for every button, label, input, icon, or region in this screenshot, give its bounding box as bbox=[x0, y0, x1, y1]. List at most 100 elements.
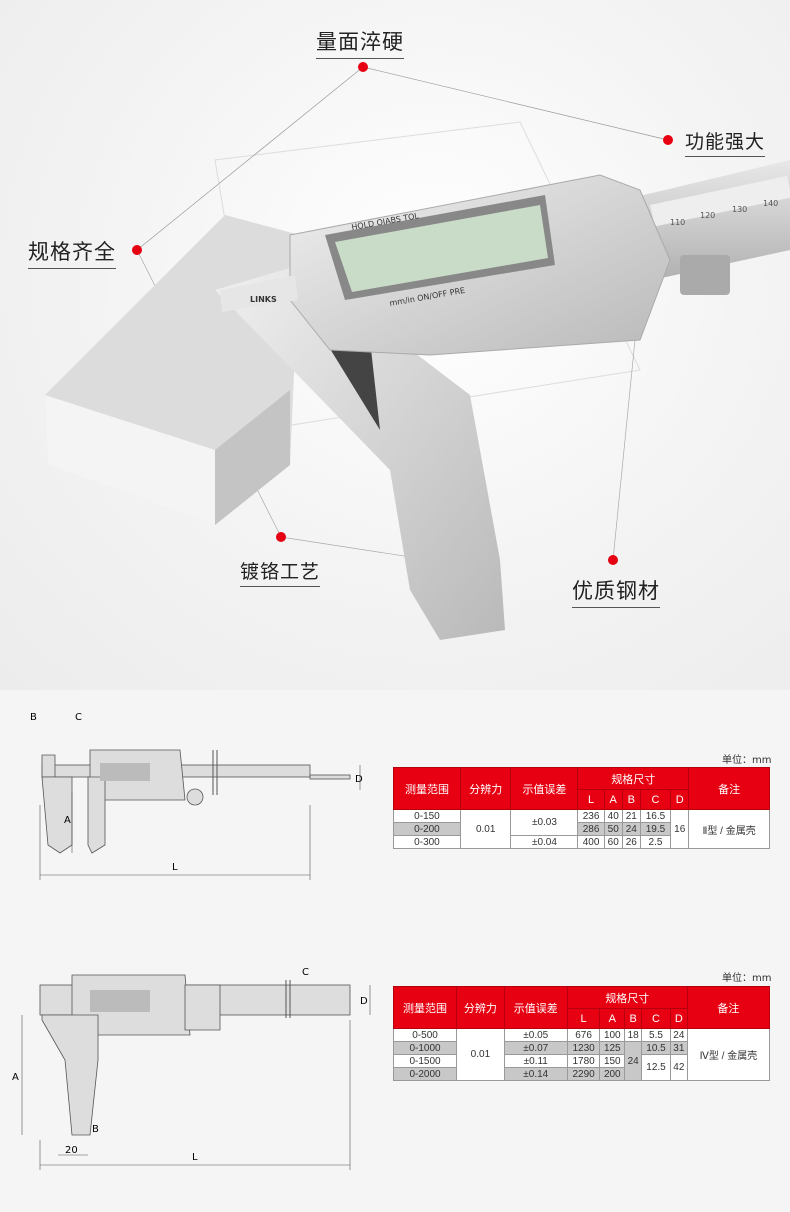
unit-label-2: 单位：mm bbox=[722, 973, 772, 984]
table-header-cell: 示值误差 bbox=[510, 767, 579, 810]
table-cell: 2290 bbox=[566, 1067, 601, 1081]
table-cell: 21 bbox=[621, 809, 641, 823]
table-cell: Ⅱ型 / 金属壳 bbox=[688, 809, 770, 849]
table-cell: Ⅳ型 / 金属壳 bbox=[686, 1028, 771, 1081]
table-header-cell: C bbox=[639, 789, 672, 810]
table-cell: 10.5 bbox=[641, 1041, 671, 1055]
table-cell: 0-150 bbox=[393, 809, 461, 823]
table-cell: 24 bbox=[621, 822, 641, 836]
table-header-cell: B bbox=[624, 1008, 643, 1029]
table-cell: ±0.14 bbox=[503, 1067, 568, 1081]
table-cell: 0-2000 bbox=[392, 1067, 458, 1081]
table-cell: ±0.04 bbox=[510, 835, 579, 849]
table-cell: 31 bbox=[669, 1041, 688, 1055]
table-header-cell: A bbox=[603, 789, 623, 810]
svg-text:140: 140 bbox=[763, 199, 778, 208]
dim-label-b: B bbox=[92, 1124, 99, 1135]
callout-powerful-function: 功能强大 bbox=[685, 127, 766, 157]
table-cell: 18 bbox=[624, 1028, 643, 1042]
table-header-cell: D bbox=[669, 1008, 688, 1029]
svg-text:110: 110 bbox=[670, 218, 685, 227]
callout-dot bbox=[608, 555, 618, 565]
table-header-cell: B bbox=[621, 789, 641, 810]
caliper-diagram-type4: C D A B 20 L bbox=[12, 967, 371, 1170]
table-header-cell: 分辨力 bbox=[456, 986, 505, 1029]
table-cell: 40 bbox=[603, 809, 623, 823]
dim-label-d: D bbox=[360, 996, 368, 1007]
callout-dot bbox=[358, 62, 368, 72]
svg-text:120: 120 bbox=[700, 211, 715, 220]
callout-dot bbox=[276, 532, 286, 542]
table-cell: 125 bbox=[599, 1041, 626, 1055]
table-header-cell: 备注 bbox=[688, 767, 770, 810]
dim-label-c: C bbox=[75, 712, 82, 723]
callout-hardened-surface: 量面淬硬 bbox=[316, 26, 404, 59]
table-cell: 0.01 bbox=[459, 809, 512, 849]
table-cell: 1230 bbox=[566, 1041, 601, 1055]
callout-chrome-plating: 镀铬工艺 bbox=[240, 557, 321, 587]
table-cell: 236 bbox=[577, 809, 605, 823]
table-header-cell: 分辨力 bbox=[459, 767, 512, 810]
table-header-cell: 测量范围 bbox=[392, 986, 458, 1029]
unit-label-1: 单位：mm bbox=[722, 755, 772, 766]
table-cell: ±0.07 bbox=[503, 1041, 568, 1055]
table-cell: 60 bbox=[603, 835, 623, 849]
table-cell: 676 bbox=[566, 1028, 601, 1042]
dim-label-c: C bbox=[302, 967, 309, 978]
table-cell: 26 bbox=[621, 835, 641, 849]
table-header-cell: L bbox=[577, 789, 605, 810]
dim-label-l: L bbox=[192, 1152, 198, 1163]
table-cell: 42 bbox=[669, 1054, 688, 1081]
callout-dot bbox=[132, 245, 142, 255]
table-cell: 0.01 bbox=[456, 1028, 505, 1081]
table-cell: 12.5 bbox=[641, 1054, 671, 1081]
table-header-cell: A bbox=[599, 1008, 626, 1029]
dim-label-b: B bbox=[30, 712, 37, 723]
table-header-cell: 规格尺寸 bbox=[566, 986, 688, 1009]
caliper-diagram-type2: B C D A L bbox=[30, 712, 363, 880]
table-cell: ±0.05 bbox=[503, 1028, 568, 1042]
table-cell: ±0.11 bbox=[503, 1054, 568, 1068]
callout-dot bbox=[663, 135, 673, 145]
table-cell: 100 bbox=[599, 1028, 626, 1042]
table-cell: 19.5 bbox=[639, 822, 672, 836]
table-header-cell: C bbox=[641, 1008, 671, 1029]
table-cell: 0-1500 bbox=[392, 1054, 458, 1068]
table-cell: 50 bbox=[603, 822, 623, 836]
table-cell: 24 bbox=[624, 1041, 643, 1081]
table-cell: 1780 bbox=[566, 1054, 601, 1068]
table-cell: 0-200 bbox=[393, 822, 461, 836]
table-cell: 150 bbox=[599, 1054, 626, 1068]
table-cell: 200 bbox=[599, 1067, 626, 1081]
callout-complete-specs: 规格齐全 bbox=[28, 236, 116, 269]
dim-label-d: D bbox=[355, 774, 363, 785]
table-cell: 16.5 bbox=[639, 809, 672, 823]
table-cell: 2.5 bbox=[639, 835, 672, 849]
dim-label-a: A bbox=[12, 1072, 19, 1083]
dim-label-a: A bbox=[64, 815, 71, 826]
table-header-cell: 测量范围 bbox=[393, 767, 461, 810]
table-header-cell: 示值误差 bbox=[503, 986, 568, 1029]
table-header-cell: 规格尺寸 bbox=[577, 767, 690, 790]
table-cell: 0-300 bbox=[393, 835, 461, 849]
table-header-cell: 备注 bbox=[686, 986, 771, 1029]
svg-text:LINKS: LINKS bbox=[250, 295, 277, 304]
table-cell: 24 bbox=[669, 1028, 688, 1042]
table-cell: 5.5 bbox=[641, 1028, 671, 1042]
callout-quality-steel: 优质钢材 bbox=[572, 575, 660, 608]
table-cell: 0-1000 bbox=[392, 1041, 458, 1055]
table-cell: 16 bbox=[670, 809, 690, 849]
table-header-cell: L bbox=[566, 1008, 601, 1029]
svg-text:130: 130 bbox=[732, 205, 747, 214]
table-cell: 286 bbox=[577, 822, 605, 836]
